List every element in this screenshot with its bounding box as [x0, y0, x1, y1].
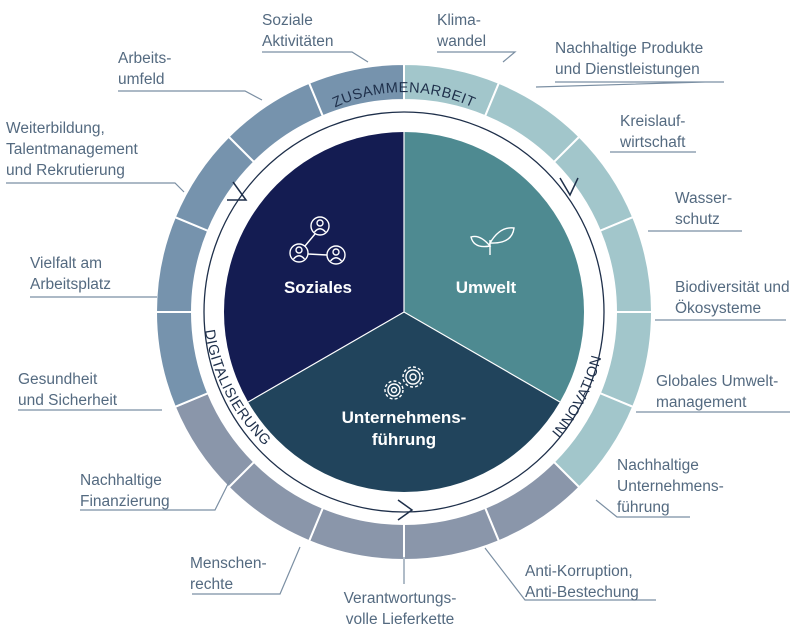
- topic-label-line: umfeld: [118, 71, 165, 88]
- topic-label-line: Biodiversität und: [675, 279, 790, 296]
- leader-line-klimawandel: [437, 51, 517, 63]
- leader-line-nachhaltige-unternehmensfuehrung: [595, 499, 690, 518]
- topic-label-line: Finanzierung: [80, 493, 170, 510]
- cycle-arrow-bottom: [397, 499, 414, 521]
- leader-line-arbeitsumfeld: [118, 90, 263, 101]
- topic-label-line: Nachhaltige: [80, 472, 162, 489]
- topic-label-nachhaltige-produkte: Nachhaltige Produkte und Dienstleistungen: [555, 40, 703, 78]
- pie-separators: [247, 132, 561, 403]
- topic-label-line: Verantwortungs-: [344, 590, 457, 607]
- topic-label-anti-korruption: Anti-Korruption, Anti-Bestechung: [525, 563, 639, 601]
- pillar-soziales: [223, 132, 404, 402]
- leader-lines: [6, 51, 790, 601]
- topic-label-line: Klima-: [437, 12, 481, 29]
- topic-label-line: Globales Umwelt-: [656, 373, 778, 390]
- topic-label-line: und Sicherheit: [18, 392, 118, 409]
- topic-label-line: Unternehmens-: [617, 478, 724, 495]
- pillar-label-unternehmensfuehrung-line-2: führung: [372, 430, 436, 449]
- topic-label-line: Talentmanagement: [6, 141, 139, 158]
- topic-label-line: Wasser-: [675, 190, 732, 207]
- topic-label-line: Nachhaltige Produkte: [555, 40, 703, 57]
- cycle-arrow-right: [559, 177, 579, 197]
- topic-label-klimawandel: Klima-wandel: [436, 12, 486, 50]
- topic-label-line: volle Lieferkette: [346, 611, 455, 625]
- topic-label-line: Ökosysteme: [675, 299, 761, 317]
- topic-label-weiterbildung: Weiterbildung, Talentmanagement und Rekrut…: [6, 120, 139, 179]
- leader-line-nachhaltige-produkte: [535, 81, 724, 88]
- topic-label-line: wirtschaft: [619, 134, 686, 151]
- topic-label-lieferkette: Verantwortungs-volle Lieferkette: [344, 590, 457, 628]
- topic-label-line: management: [656, 394, 747, 411]
- topic-label-line: schutz: [675, 211, 720, 228]
- topic-label-line: Vielfalt am: [30, 255, 102, 272]
- topic-label-gesundheit: Gesundheit und Sicherheit: [18, 371, 118, 409]
- topic-label-line: Soziale: [262, 12, 313, 29]
- cycle-arrow-left: [227, 181, 248, 201]
- topic-label-line: Aktivitäten: [262, 33, 334, 50]
- topic-label-line: wandel: [436, 33, 486, 50]
- topic-label-line: Anti-Bestechung: [525, 584, 639, 601]
- topic-label-line: Menschen-: [190, 555, 267, 572]
- pillar-umwelt: [404, 132, 585, 402]
- people-network-icon: [289, 216, 346, 265]
- topic-label-line: Arbeits-: [118, 50, 171, 67]
- topic-label-vielfalt: Vielfalt am Arbeitsplatz: [30, 255, 111, 293]
- topic-label-line: Arbeitsplatz: [30, 276, 111, 293]
- leader-line-nachhaltige-finanzierung: [80, 479, 231, 511]
- topic-label-kreislaufwirtschaft: Kreislauf-wirtschaft: [619, 113, 686, 151]
- topic-label-line: und Rekrutierung: [6, 162, 125, 179]
- topic-label-line: Kreislauf-: [620, 113, 685, 130]
- pillar-label-soziales: Soziales: [284, 278, 352, 297]
- pillar-label-umwelt: Umwelt: [456, 278, 517, 297]
- topic-label-line: Gesundheit: [18, 371, 98, 388]
- topic-label-line: rechte: [190, 576, 233, 593]
- topic-label-globales-umweltmanagement: Globales Umwelt-management: [656, 373, 778, 411]
- outer-topic-ring: [154, 62, 654, 562]
- topic-label-line: führung: [617, 499, 670, 516]
- topic-label-line: Weiterbildung,: [6, 120, 105, 137]
- leader-line-weiterbildung: [6, 182, 185, 193]
- leader-line-menschenrechte: [192, 546, 301, 595]
- leader-line-soziale-aktivitaeten: [262, 51, 369, 63]
- leaf-sprout-icon: [470, 227, 515, 255]
- gears-icon: [384, 366, 424, 400]
- inner-ring-outline: [203, 111, 605, 513]
- leader-line-anti-korruption: [484, 547, 656, 601]
- topic-label-arbeitsumfeld: Arbeits-umfeld: [118, 50, 171, 88]
- topic-label-line: und Dienstleistungen: [555, 61, 700, 78]
- topic-label-line: Anti-Korruption,: [525, 563, 633, 580]
- topic-label-line: Nachhaltige: [617, 457, 699, 474]
- topic-label-menschenrechte: Menschen-rechte: [190, 555, 267, 593]
- pillar-label-unternehmensfuehrung-line-1: Unternehmens-: [342, 408, 467, 427]
- topic-label-wasserschutz: Wasser-schutz: [675, 190, 732, 228]
- topic-labels: SozialeAktivitätenArbeits-umfeldWeiterbi…: [6, 12, 790, 628]
